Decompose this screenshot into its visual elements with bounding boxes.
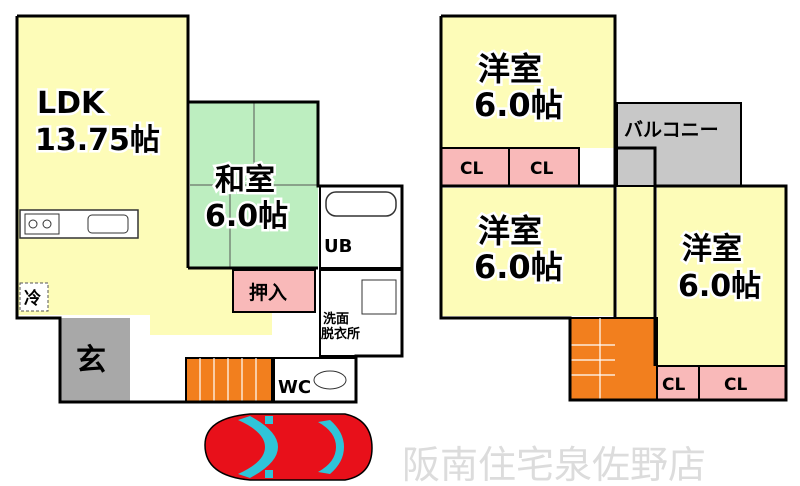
fridge-box bbox=[19, 282, 49, 312]
yoshitsu-top-room bbox=[441, 16, 614, 148]
stair-steps bbox=[570, 318, 615, 400]
washitsu-name: 和室 bbox=[215, 163, 275, 198]
watermark: 阪南住宅泉佐野店 bbox=[402, 443, 706, 486]
stove-icon bbox=[24, 213, 60, 235]
yoshitsu-mid-room bbox=[441, 188, 615, 316]
oshiire-label: 押入 bbox=[249, 281, 287, 304]
yoshitsu-right-room bbox=[657, 186, 786, 366]
fridge-label: 冷 bbox=[24, 288, 41, 309]
car-illustration bbox=[204, 413, 373, 481]
datsuijo-label: 脱衣所 bbox=[321, 326, 360, 342]
yoshitsu-top-name: 洋室 bbox=[478, 50, 542, 88]
genkan-label: 玄 bbox=[76, 343, 106, 378]
bathtub-icon bbox=[325, 191, 397, 217]
genkan bbox=[60, 318, 130, 402]
ldk-size: 13.75帖 bbox=[35, 123, 160, 158]
yoshitsu-right-size: 6.0帖 bbox=[678, 269, 761, 304]
oshiire-closet bbox=[232, 269, 316, 313]
burner-icon bbox=[42, 219, 52, 229]
yoshitsu-mid-size: 6.0帖 bbox=[474, 248, 563, 286]
closet-2 bbox=[508, 147, 580, 187]
yoshitsu-top-size: 6.0帖 bbox=[474, 86, 563, 124]
closet-label-2: CL bbox=[530, 159, 553, 179]
yoshitsu-mid-name: 洋室 bbox=[478, 212, 542, 250]
toilet-icon bbox=[313, 370, 347, 390]
washer-icon bbox=[361, 279, 397, 315]
senmen-label: 洗面 bbox=[323, 311, 349, 327]
closet-label-3: CL bbox=[662, 375, 685, 395]
closet-label-1: CL bbox=[460, 159, 483, 179]
balcony bbox=[616, 102, 742, 187]
wc-label: WC bbox=[278, 377, 311, 398]
stairs-2f bbox=[569, 317, 658, 401]
closet-4 bbox=[698, 365, 787, 401]
burner-icon bbox=[28, 219, 38, 229]
yoshitsu-right-name: 洋室 bbox=[682, 232, 742, 267]
balcony-label: バルコニー bbox=[624, 119, 719, 141]
ub-label: UB bbox=[324, 236, 352, 257]
ldk-name: LDK bbox=[37, 86, 106, 121]
first-floor bbox=[15, 14, 404, 404]
closet-label-4: CL bbox=[724, 375, 747, 395]
second-floor bbox=[439, 14, 788, 402]
stair-steps bbox=[199, 358, 257, 402]
walls-1f bbox=[15, 14, 404, 404]
stairs-1f bbox=[185, 357, 273, 403]
washitsu-size: 6.0帖 bbox=[205, 199, 288, 234]
walls-2f bbox=[439, 14, 788, 402]
sink-icon bbox=[87, 214, 129, 234]
